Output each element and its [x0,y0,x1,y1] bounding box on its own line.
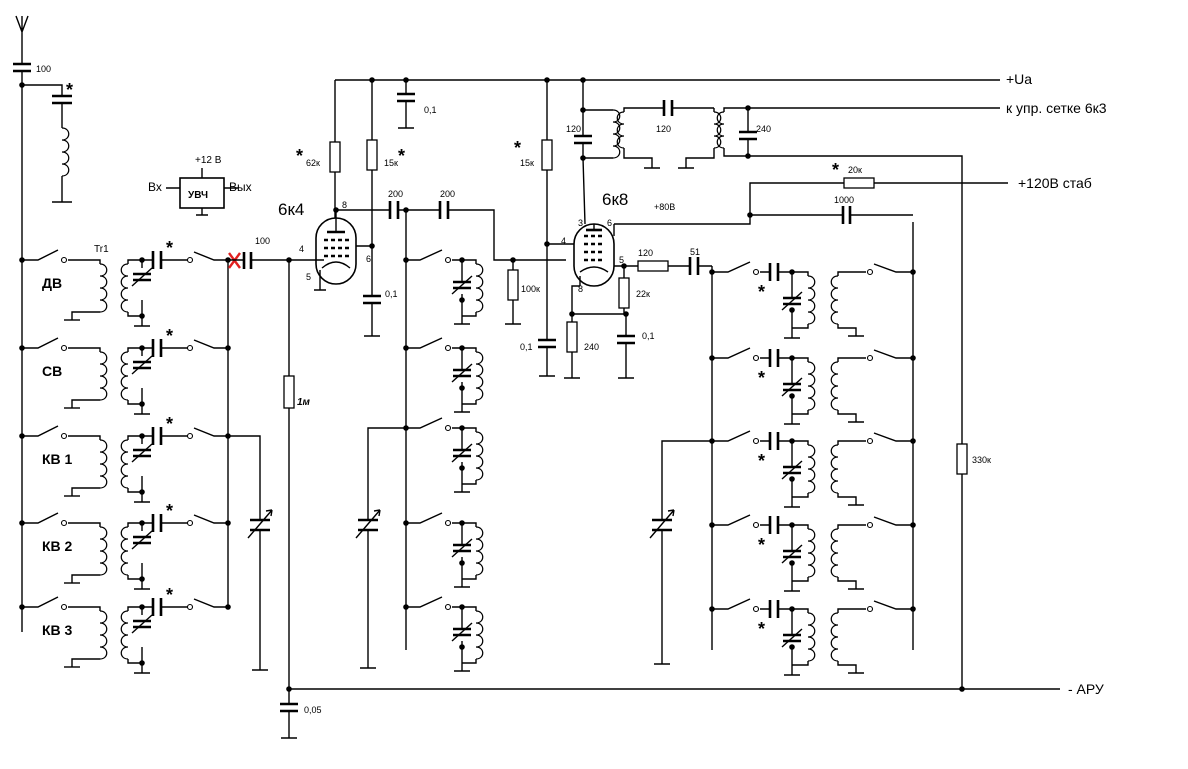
svg-text:*: * [166,326,173,346]
aru-label: - АРУ [1068,681,1104,697]
uvch-supply-label: +12 В [195,155,222,166]
svg-text:51: 51 [690,247,700,257]
grid-ctrl-label: к упр. сетке 6к3 [1006,100,1107,116]
osc-band-row: * [709,598,916,676]
mid-band-row [403,337,484,413]
ua-label: +Ua [1006,71,1032,87]
svg-text:0,1: 0,1 [424,105,437,115]
svg-text:4: 4 [299,244,304,254]
oscillator-band-group: * * * * * [709,261,916,676]
tr1-label: Tr1 [94,244,109,255]
svg-text:1м: 1м [297,397,311,408]
tube-6k8: 6к8 3 6 4 5 8 [561,190,628,294]
svg-text:8: 8 [342,200,347,210]
svg-text:*: * [514,138,521,158]
svg-text:0,1: 0,1 [642,331,655,341]
svg-text:*: * [398,146,405,166]
band-label: КВ 3 [42,622,73,638]
heterodyne-band-group [403,249,484,672]
tube-6k8-label: 6к8 [602,190,628,209]
svg-text:*: * [832,160,839,180]
svg-text:100к: 100к [521,284,540,294]
tube-6k4: 6к4 8 5 6 [278,200,372,291]
svg-text:*: * [166,585,173,605]
antenna-capacitor [13,62,31,73]
svg-text:120: 120 [656,124,671,134]
svg-text:120: 120 [638,248,653,258]
svg-text:4: 4 [561,236,566,246]
svg-text:62к: 62к [306,158,320,168]
svg-text:*: * [166,501,173,521]
svg-text:*: * [758,535,765,555]
tube-6k4-label: 6к4 [278,200,304,219]
mid-band-row [403,512,484,588]
band-row-3: * КВ 1 [19,414,231,503]
svg-text:240: 240 [756,124,771,134]
band-row-5: * КВ 3 [19,585,231,674]
svg-text:20к: 20к [848,165,862,175]
c-ant-label: 100 [36,64,51,74]
svg-text:200: 200 [440,189,455,199]
svg-text:+80В: +80В [654,202,675,212]
band-row-4: * КВ 2 [19,501,231,590]
svg-text:*: * [66,80,73,100]
stab-label: +120В стаб [1018,175,1092,191]
trap-coil [61,127,70,177]
osc-band-row: * [709,261,916,339]
mid-band-row [403,249,484,325]
svg-text:22к: 22к [636,289,650,299]
svg-text:*: * [166,238,173,258]
svg-text:1000: 1000 [834,195,854,205]
uvch-out-label: Вых [229,180,252,194]
band-label: СВ [42,363,62,379]
antenna-icon [15,15,29,44]
svg-text:*: * [166,414,173,434]
osc-band-row: * [709,347,916,425]
if-transformer: 120 120 240 к упр. сетке 6к3 330к [566,80,1107,689]
svg-text:*: * [758,451,765,471]
uvch-label: УВЧ [188,190,208,201]
svg-text:200: 200 [388,189,403,199]
svg-text:8: 8 [578,284,583,294]
uvch-block: УВЧ Вх Вых +12 В [148,155,252,216]
svg-text:5: 5 [619,255,624,265]
input-band-group: * ДВ * СВ * КВ 1 * КВ 2 * КВ 3 Tr1 [19,238,231,674]
svg-text:*: * [758,282,765,302]
svg-text:330к: 330к [972,455,991,465]
uvch-in-label: Вх [148,180,162,194]
svg-text:15к: 15к [384,158,398,168]
svg-text:240: 240 [584,342,599,352]
mid-band-row [403,596,484,672]
osc-band-row: * [709,514,916,592]
svg-text:5: 5 [306,272,311,282]
osc-band-row: * [709,430,916,508]
svg-text:*: * [758,619,765,639]
antenna-section: 100 * [13,15,73,632]
band-label: ДВ [42,275,62,291]
band-row-2: * СВ [19,326,231,415]
svg-text:6: 6 [366,254,371,264]
band-row-1: * ДВ [19,238,231,327]
band-label: КВ 2 [42,538,73,554]
band-label: КВ 1 [42,451,73,467]
svg-text:*: * [296,146,303,166]
svg-text:*: * [758,368,765,388]
svg-text:0,1: 0,1 [385,289,398,299]
svg-text:120: 120 [566,124,581,134]
svg-text:0,1: 0,1 [520,342,533,352]
svg-text:6: 6 [607,218,612,228]
svg-text:0,05: 0,05 [304,705,322,715]
mid-band-row [403,417,484,493]
svg-text:100: 100 [255,236,270,246]
svg-text:15к: 15к [520,158,534,168]
svg-text:3: 3 [578,218,583,228]
